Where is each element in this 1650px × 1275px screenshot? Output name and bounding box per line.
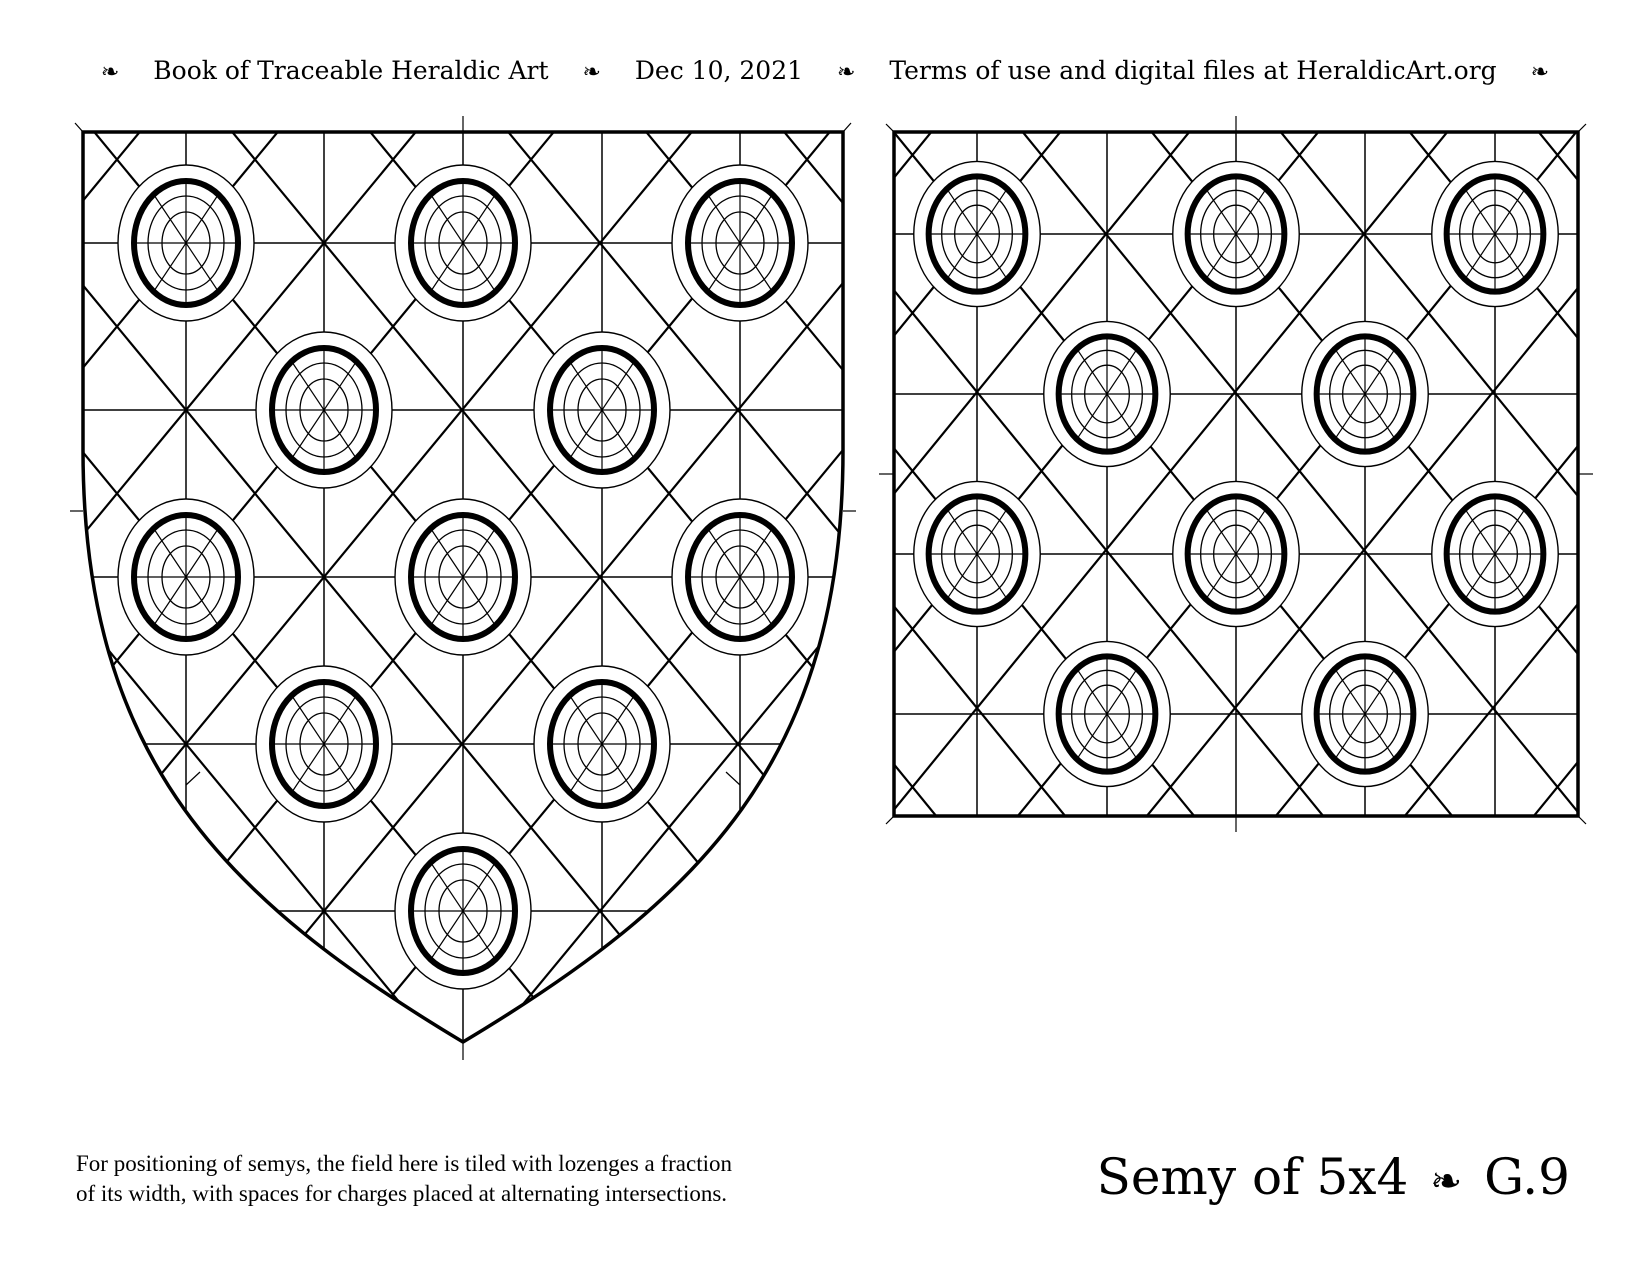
roundel-charge	[1431, 160, 1559, 308]
fleuron-icon: ❧	[582, 60, 601, 85]
lozenge-line	[113, 132, 843, 1042]
lozenge-line	[0, 0, 716, 1178]
guide-spoke	[946, 188, 1008, 280]
lozenge-line	[83, 132, 121, 1042]
guide-spoke	[1076, 668, 1138, 760]
lozenge-line	[894, 604, 1067, 816]
lozenge-line	[1403, 602, 1578, 816]
shield-roundels	[117, 164, 809, 990]
guide-spoke	[1464, 508, 1526, 600]
lozenge-line	[83, 132, 673, 1042]
terms-of-use: Terms of use and digital files at Herald…	[889, 56, 1497, 85]
roundel-charge	[394, 164, 532, 322]
lozenge-line	[83, 132, 843, 1042]
roundel-charge	[255, 665, 393, 823]
roundel-charge	[1043, 640, 1171, 788]
roundel-charge	[671, 498, 809, 656]
shield-figure	[70, 116, 856, 1060]
lozenge-line	[0, 0, 716, 1178]
roundel-charge	[1301, 320, 1429, 468]
caption-line-1: For positioning of semys, the field here…	[76, 1151, 732, 1176]
roundel-charge	[394, 832, 532, 990]
plate-label: Semy of 5x4 ❧ G.9	[1097, 1148, 1570, 1206]
lozenge-line	[894, 132, 1454, 816]
guide-spoke	[291, 695, 357, 793]
guide-spoke	[1334, 348, 1396, 440]
roundel-charge	[1301, 640, 1429, 788]
shield-outline	[81, 130, 845, 1045]
roundel-charge	[1043, 320, 1171, 468]
roundel-charge	[117, 164, 255, 322]
fleuron-icon: ❧	[1430, 1159, 1463, 1203]
guide-spoke	[430, 862, 496, 960]
square-roundels	[913, 160, 1559, 788]
roundel-charge	[533, 665, 671, 823]
shield-registration-marks	[70, 116, 856, 1060]
publication-date: Dec 10, 2021	[634, 56, 804, 85]
guide-spoke	[430, 528, 496, 626]
roundel-charge	[1431, 480, 1559, 628]
book-title: Book of Traceable Heraldic Art	[153, 56, 549, 85]
guide-spoke	[1334, 668, 1396, 760]
lozenge-line	[894, 288, 1325, 816]
lozenge-line	[1145, 286, 1578, 816]
lozenge-line	[894, 762, 938, 816]
lozenge-line	[389, 132, 843, 1042]
guide-spoke	[1464, 188, 1526, 280]
square-figure	[0, 0, 1593, 1178]
lozenge-line	[83, 132, 811, 1042]
guide-spoke	[569, 361, 635, 459]
guide-spoke	[707, 528, 773, 626]
explanatory-caption: For positioning of semys, the field here…	[76, 1149, 836, 1209]
roundel-charge	[1172, 480, 1300, 628]
plate-number: G.9	[1484, 1148, 1570, 1206]
roundel-charge	[394, 498, 532, 656]
guide-spoke	[946, 508, 1008, 600]
guide-spoke	[569, 695, 635, 793]
roundel-charge	[533, 331, 671, 489]
page-header: ❧ Book of Traceable Heraldic Art ❧ Dec 1…	[0, 56, 1650, 85]
lozenge-line	[1532, 760, 1578, 816]
lozenge-line	[251, 132, 843, 1042]
guide-spoke	[1205, 188, 1267, 280]
lozenge-line	[1016, 132, 1578, 816]
lozenge-line	[894, 446, 1196, 816]
square-registration-marks	[879, 116, 1593, 832]
guide-spoke	[707, 194, 773, 292]
roundel-charge	[671, 164, 809, 322]
guide-spoke	[153, 194, 219, 292]
plate-title: Semy of 5x4	[1096, 1148, 1409, 1206]
lozenge-line	[83, 132, 121, 1042]
guide-spoke	[1205, 508, 1267, 600]
guide-spoke	[153, 528, 219, 626]
roundel-charge	[255, 331, 393, 489]
lozenge-line	[1274, 444, 1578, 816]
fleuron-icon: ❧	[1530, 60, 1550, 85]
roundel-charge	[913, 160, 1041, 308]
lozenge-line	[113, 132, 843, 1042]
roundel-charge	[117, 498, 255, 656]
guide-spoke	[1076, 348, 1138, 440]
lozenge-line	[83, 132, 673, 1042]
roundel-charge	[913, 480, 1041, 628]
fleuron-icon: ❧	[836, 60, 856, 85]
lozenge-line	[83, 132, 535, 1042]
guide-spoke	[430, 194, 496, 292]
roundel-charge	[1172, 160, 1300, 308]
fleuron-icon: ❧	[100, 60, 120, 85]
guide-spoke	[291, 361, 357, 459]
caption-line-2: of its width, with spaces for charges pl…	[76, 1181, 728, 1206]
